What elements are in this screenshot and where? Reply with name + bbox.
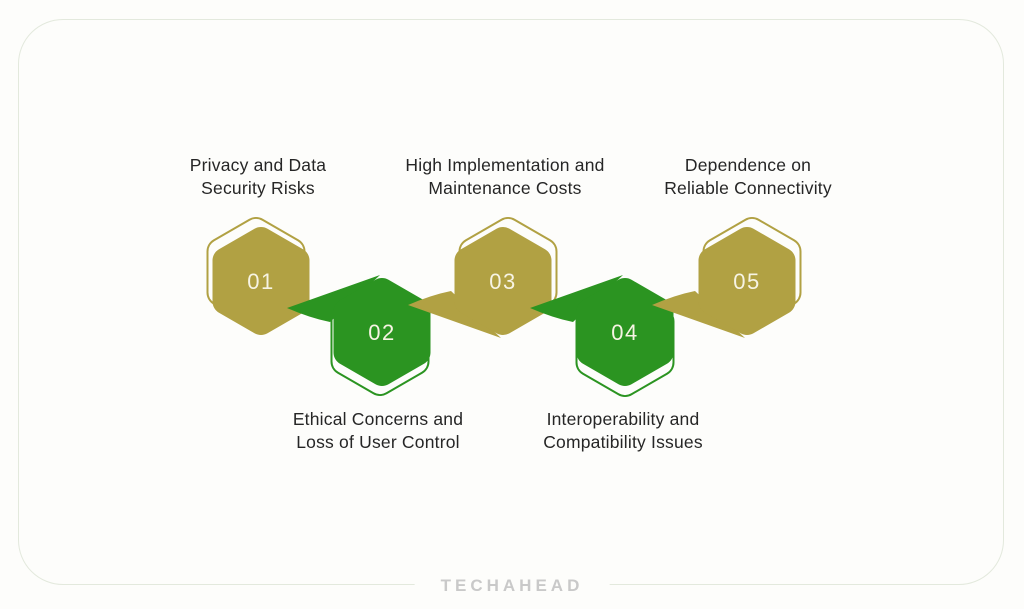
step-number: 01 [247, 269, 274, 294]
label-line: Dependence on [684, 155, 812, 175]
hexagon-step-03: 03 [408, 217, 558, 338]
hexagon-tail-icon [408, 291, 501, 338]
label-line: Interoperability and [546, 409, 700, 429]
label-line: Maintenance Costs [428, 177, 582, 198]
label-line: Compatibility Issues [543, 431, 703, 452]
step-label-04: Interoperability and Compatibility Issue… [458, 408, 788, 453]
label-line: Security Risks [201, 177, 315, 198]
label-line: High Implementation and [405, 155, 605, 175]
step-label-01: Privacy and Data Security Risks [93, 154, 423, 199]
hexagon-tail-icon [287, 275, 380, 322]
label-line: Reliable Connectivity [664, 177, 832, 198]
step-number: 04 [611, 320, 638, 345]
brand-logo: TECHAHEAD [414, 574, 610, 598]
hexagon-tail-icon [652, 291, 745, 338]
step-label-02: Ethical Concerns and Loss of User Contro… [213, 408, 543, 453]
hexagon-step-01: 01 [206, 217, 310, 335]
hexagon-tail-icon [530, 275, 623, 322]
step-label-05: Dependence on Reliable Connectivity [583, 154, 913, 199]
label-line: Loss of User Control [296, 431, 460, 452]
label-line: Ethical Concerns and [292, 409, 464, 429]
step-label-03: High Implementation and Maintenance Cost… [340, 154, 670, 199]
step-number: 03 [489, 269, 516, 294]
hexagon-step-05: 05 [652, 217, 802, 338]
hexagon-step-02: 02 [287, 275, 431, 396]
step-number: 05 [733, 269, 760, 294]
step-number: 02 [368, 320, 395, 345]
label-line: Privacy and Data [189, 155, 327, 175]
hexagon-step-04: 04 [530, 275, 675, 397]
